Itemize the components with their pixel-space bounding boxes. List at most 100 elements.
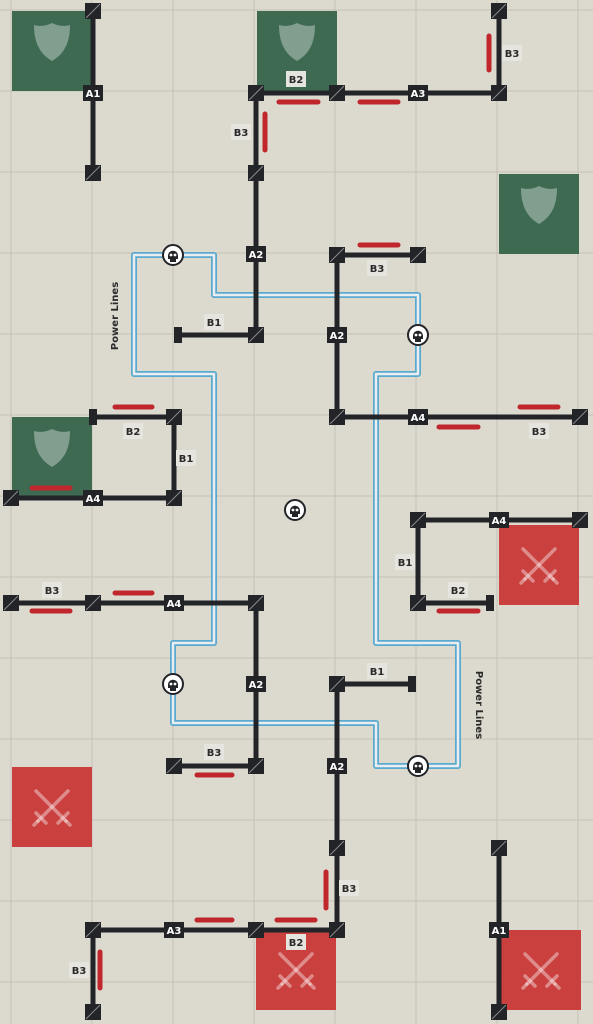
wall-label-b3-bottom-left: B3: [69, 962, 89, 978]
wall-label-a3-top: A3: [408, 85, 428, 101]
wall-label-b3-left: B3: [42, 582, 62, 598]
wall-label-a4-left: A4: [83, 490, 103, 506]
wall-node-mark: [248, 327, 264, 343]
wall-node-mark: [491, 1004, 507, 1020]
wall-node-mark: [248, 85, 264, 101]
power-line-cable-inner: [173, 253, 460, 768]
wall-label-text: B2: [126, 427, 141, 438]
wall-label-text: B3: [505, 49, 520, 60]
wall-end-cap: [89, 409, 97, 425]
wall-node-mark: [329, 676, 345, 692]
wall-node-mark: [85, 3, 101, 19]
skull-icon[interactable]: [284, 499, 306, 521]
wall-label-text: A3: [167, 926, 182, 937]
red-zone-bottom-right: [501, 930, 581, 1010]
wall-node-mark: [491, 3, 507, 19]
wall-node-mark: [572, 409, 588, 425]
wall-label-b3-lower: B3: [204, 744, 224, 760]
power-line-cable-inner: [132, 253, 418, 768]
wall-node-mark: [248, 758, 264, 774]
wall-node-mark: [3, 595, 19, 611]
wall-label-b1-left: B1: [176, 450, 196, 466]
wall-label-b1-upper: B1: [204, 314, 224, 330]
wall-label-b3-top-right: B3: [502, 45, 522, 61]
wall-node-mark: [85, 165, 101, 181]
wall-end-cap: [174, 327, 182, 343]
wall-node-mark: [491, 85, 507, 101]
wall-label-text: B3: [532, 427, 547, 438]
wall-node-mark: [410, 247, 426, 263]
green-zone-top-left: [12, 11, 92, 91]
wall-label-text: A4: [492, 516, 507, 527]
wall-label-b1-right: B1: [395, 554, 415, 570]
wall-label-text: A2: [330, 762, 345, 773]
wall-label-a4-right: A4: [408, 409, 428, 425]
wall-label-text: A2: [249, 680, 264, 691]
skull-icon[interactable]: [162, 244, 184, 266]
wall-label-b3-mid-right: B3: [529, 423, 549, 439]
wall-label-a4-red-top: A4: [489, 512, 509, 528]
wall-nodes: [3, 3, 588, 1020]
skull-icon[interactable]: [162, 673, 184, 695]
wall-label-text: B3: [370, 264, 385, 275]
wall-label-text: A2: [249, 250, 264, 261]
wall-node-mark: [329, 840, 345, 856]
red-markers: [29, 33, 561, 991]
wall-label-text: B1: [370, 667, 385, 678]
wall-node-mark: [3, 490, 19, 506]
wall-node-mark: [166, 490, 182, 506]
skull-icon[interactable]: [407, 324, 429, 346]
wall-label-text: B3: [342, 884, 357, 895]
green-zone-right: [499, 174, 579, 254]
wall-label-a2-upper: A2: [246, 246, 266, 262]
wall-node-mark: [166, 409, 182, 425]
wall-end-cap: [486, 595, 494, 611]
red-zone-right: [499, 525, 579, 605]
wall-label-a1-top: A1: [83, 85, 103, 101]
wall-node-mark: [329, 409, 345, 425]
wall-node-mark: [410, 595, 426, 611]
wall-label-text: B3: [207, 748, 222, 759]
wall-node-mark: [248, 595, 264, 611]
wall-node-mark: [329, 85, 345, 101]
green-zone-left: [12, 417, 92, 497]
wall-label-text: A1: [86, 89, 101, 100]
wall-label-text: A4: [167, 599, 182, 610]
wall-label-text: B3: [45, 586, 60, 597]
wall-label-a1-bottom-right: A1: [489, 922, 509, 938]
wall-end-cap: [408, 676, 416, 692]
wall-label-text: A1: [492, 926, 507, 937]
wall-node-mark: [410, 512, 426, 528]
wall-label-text: B2: [289, 75, 304, 86]
wall-label-a2-lower: A2: [327, 758, 347, 774]
wall-label-text: B1: [398, 558, 413, 569]
wall-label-b2-bottom: B2: [286, 934, 306, 950]
wall-label-b2-left: B2: [123, 423, 143, 439]
wall-node-mark: [85, 922, 101, 938]
wall-node-mark: [248, 165, 264, 181]
wall-label-text: B3: [72, 966, 87, 977]
wall-node-mark: [248, 922, 264, 938]
wall-label-b3-center-right: B3: [367, 260, 387, 276]
wall-label-text: A4: [86, 494, 101, 505]
wall-label-b2-right: B2: [448, 582, 468, 598]
wall-label-b3-top-left: B3: [231, 124, 251, 140]
wall-node-mark: [491, 840, 507, 856]
skull-icon[interactable]: [407, 755, 429, 777]
wall-label-a2-center-left: A2: [246, 676, 266, 692]
wall-label-text: A4: [411, 413, 426, 424]
wall-label-text: B2: [451, 586, 466, 597]
power-lines-label-left: Power Lines: [110, 282, 121, 350]
wall-label-b1-lower: B1: [367, 663, 387, 679]
wall-node-mark: [329, 247, 345, 263]
wall-label-text: A2: [330, 331, 345, 342]
power-lines: [131, 252, 461, 769]
wall-label-text: B1: [179, 454, 194, 465]
wall-node-mark: [572, 512, 588, 528]
wall-node-mark: [85, 595, 101, 611]
wall-label-b2-top: B2: [286, 71, 306, 87]
wall-node-mark: [166, 758, 182, 774]
wall-label-a2-mid-right: A2: [327, 327, 347, 343]
wall-label-b3-bottom-mid: B3: [339, 880, 359, 896]
